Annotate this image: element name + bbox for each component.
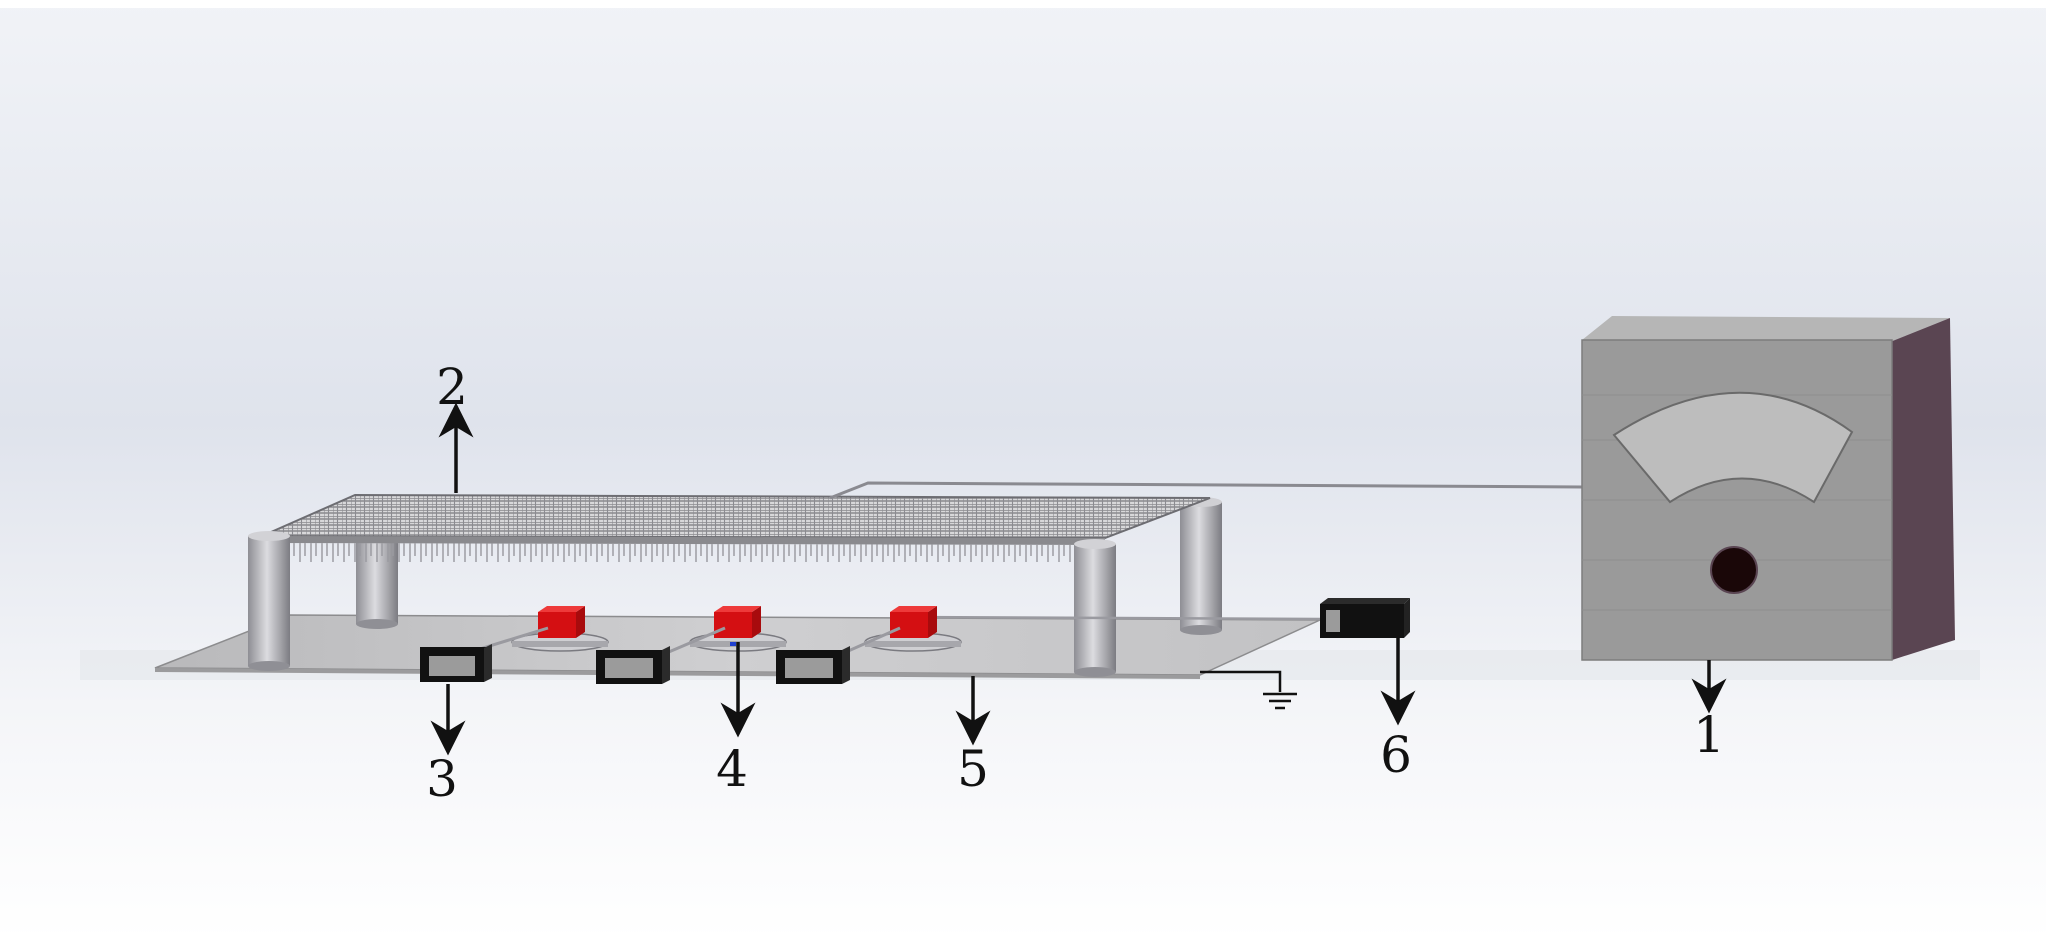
label-2: 2 bbox=[436, 358, 468, 416]
pillar-front-left bbox=[248, 531, 290, 671]
box6-wire bbox=[899, 615, 1321, 621]
meter-knob bbox=[1710, 546, 1758, 594]
label-4: 4 bbox=[716, 740, 748, 798]
red-block-1 bbox=[511, 606, 609, 652]
meter-dial bbox=[1612, 391, 1854, 504]
red-block-3 bbox=[864, 606, 962, 652]
black-box-1 bbox=[420, 644, 492, 682]
black-box-6 bbox=[1320, 598, 1410, 638]
mesh-grid bbox=[261, 493, 1211, 570]
label-1: 1 bbox=[1693, 706, 1725, 764]
label-6: 6 bbox=[1380, 726, 1412, 784]
ground-symbol bbox=[1200, 670, 1297, 710]
black-box-2 bbox=[596, 646, 670, 684]
pillar-front-right bbox=[1074, 539, 1116, 677]
black-box-3 bbox=[776, 646, 850, 684]
meter bbox=[1581, 316, 1955, 661]
frame-top bbox=[0, 0, 2046, 8]
label-3: 3 bbox=[426, 750, 458, 808]
frame-bottom bbox=[0, 932, 2046, 941]
mesh-wire bbox=[829, 481, 1583, 500]
pillar-back-right bbox=[1180, 497, 1222, 635]
label-5: 5 bbox=[957, 740, 989, 798]
